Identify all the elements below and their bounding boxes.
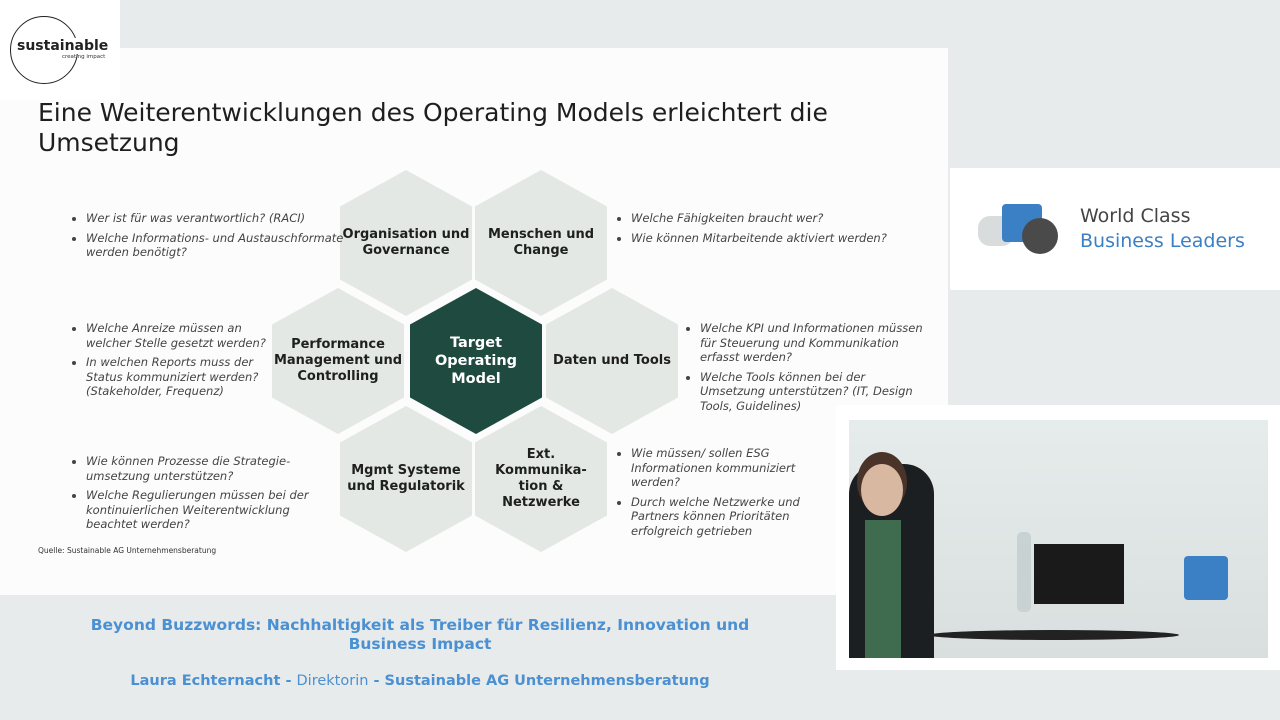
hex-daten-tools: Daten und Tools [546,288,678,434]
note: Welche Tools können bei der Umsetzung un… [700,370,930,414]
sponsor-line2: Business Leaders [1080,230,1245,252]
speaker-head [861,464,903,516]
logo-tagline: creating impact [62,54,106,60]
note: Welche Informations- und Austauschformat… [86,231,346,260]
notes-mid-right: Welche KPI und Informationen müssen für … [686,321,930,418]
separator: - [368,673,385,689]
sponsor-line1: World Class [1080,205,1191,227]
sponsor-panel: World Class Business Leaders [950,168,1280,290]
water-bottle [1017,532,1031,612]
note: Durch welche Netzwerke und Partners könn… [631,495,831,539]
note: Welche Fähigkeiten braucht wer? [631,211,931,226]
note: Welche Anreize müssen an welcher Stelle … [86,321,266,350]
note: Wie müssen/ sollen ESG Informationen kom… [631,446,831,490]
backdrop-logo [1184,556,1228,600]
slide-title: Eine Weiterentwicklungen des Operating M… [38,98,828,157]
note: Welche Regulierungen müssen bei der kont… [86,488,316,532]
slide-source: Quelle: Sustainable AG Unternehmensberat… [38,546,217,555]
sponsor-name: World Class Business Leaders [1080,204,1245,254]
note: Wie können Prozesse die Strategie-umsetz… [86,454,316,483]
note: Welche KPI und Informationen müssen für … [700,321,930,365]
notes-bottom-left: Wie können Prozesse die Strategie-umsetz… [72,454,316,537]
speaker-name: Laura Echternacht [130,673,281,689]
separator: - [280,673,297,689]
table [929,630,1179,640]
note: Wie können Mitarbeitende aktiviert werde… [631,231,931,246]
speaker-role: Direktorin [296,673,369,689]
hex-performance: Performance Management und Controlling [272,288,404,434]
hex-target-operating-model: Target Operating Model [410,288,542,434]
note: Wer ist für was verantwortlich? (RACI) [86,211,346,226]
talk-title: Beyond Buzzwords: Nachhaltigkeit als Tre… [90,616,750,653]
speaker-line: Laura Echternacht - Direktorin - Sustain… [0,673,840,689]
note: In welchen Reports muss der Status kommu… [86,355,266,399]
notes-mid-left: Welche Anreize müssen an welcher Stelle … [72,321,266,404]
notes-bottom-right: Wie müssen/ sollen ESG Informationen kom… [617,446,831,543]
speech-bubbles-icon [978,204,1058,254]
notes-top-right: Welche Fähigkeiten braucht wer? Wie könn… [617,211,931,250]
speaker-top [865,520,901,658]
notes-top-left: Wer ist für was verantwortlich? (RACI) W… [72,211,346,265]
speaker-video [849,420,1268,658]
laptop [1034,544,1124,604]
speaker-company: Sustainable AG Unternehmensberatung [384,673,710,689]
logo-word: sustainable [16,38,110,54]
sustainable-logo: sustainable creating impact [0,0,120,100]
